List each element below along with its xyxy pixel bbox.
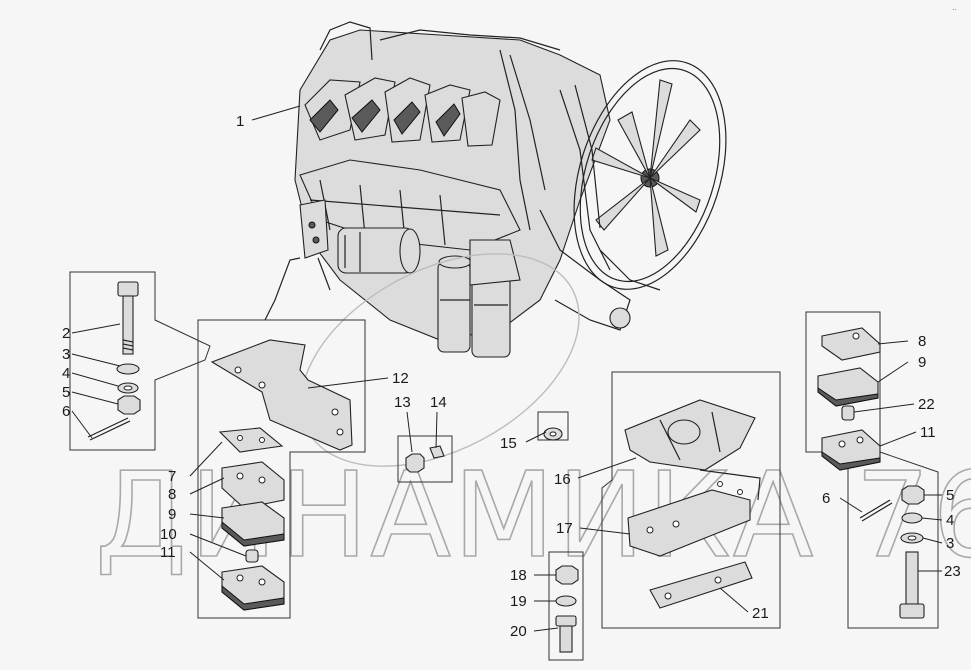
callout-labels: 1 2 3 4 5 6 7 8 9 10 11 12 13 14 15 16 1… xyxy=(62,113,961,640)
callout-right-11: 11 xyxy=(920,424,936,441)
callout-3: 3 xyxy=(62,346,70,363)
callout-19: 19 xyxy=(510,593,527,610)
front-mount-bracket xyxy=(299,199,329,259)
valve-covers xyxy=(304,77,501,147)
callout-right-3: 3 xyxy=(946,535,954,552)
callout-right-23: 23 xyxy=(944,563,961,580)
callout-9: 9 xyxy=(168,506,176,523)
callout-7: 7 xyxy=(168,468,176,485)
callout-12: 12 xyxy=(392,370,409,387)
oil-filters xyxy=(437,255,511,358)
left-fastener-group xyxy=(69,271,211,451)
callout-13: 13 xyxy=(394,394,411,411)
corner-mark: .. xyxy=(952,2,957,12)
callout-16: 16 xyxy=(554,471,571,488)
callout-right-8: 8 xyxy=(918,333,926,350)
callout-5: 5 xyxy=(62,384,70,401)
callout-right-5: 5 xyxy=(946,487,954,504)
callout-15: 15 xyxy=(500,435,517,452)
callout-4: 4 xyxy=(62,365,70,382)
callout-18: 18 xyxy=(510,567,527,584)
callout-21: 21 xyxy=(752,605,769,622)
center-mount-group xyxy=(537,371,781,661)
leader-lines xyxy=(71,105,943,632)
engine-assembly xyxy=(294,21,727,358)
callout-17: 17 xyxy=(556,520,573,537)
callout-2: 2 xyxy=(62,325,70,342)
callout-8: 8 xyxy=(168,486,176,503)
callout-14: 14 xyxy=(430,394,447,411)
callout-right-6: 6 xyxy=(822,490,830,507)
callout-20: 20 xyxy=(510,623,527,640)
callout-right-9: 9 xyxy=(918,354,926,371)
callout-11: 11 xyxy=(160,544,176,561)
starter-motor xyxy=(337,227,421,274)
cooling-fan xyxy=(573,60,727,291)
callout-right-4: 4 xyxy=(946,512,954,529)
nut-box-13-14 xyxy=(397,435,453,483)
right-fastener-group xyxy=(805,311,939,629)
callout-1: 1 xyxy=(236,113,244,130)
callout-6: 6 xyxy=(62,403,70,420)
callout-right-22: 22 xyxy=(918,396,935,413)
callout-10: 10 xyxy=(160,526,177,543)
left-mount-group xyxy=(197,319,366,619)
